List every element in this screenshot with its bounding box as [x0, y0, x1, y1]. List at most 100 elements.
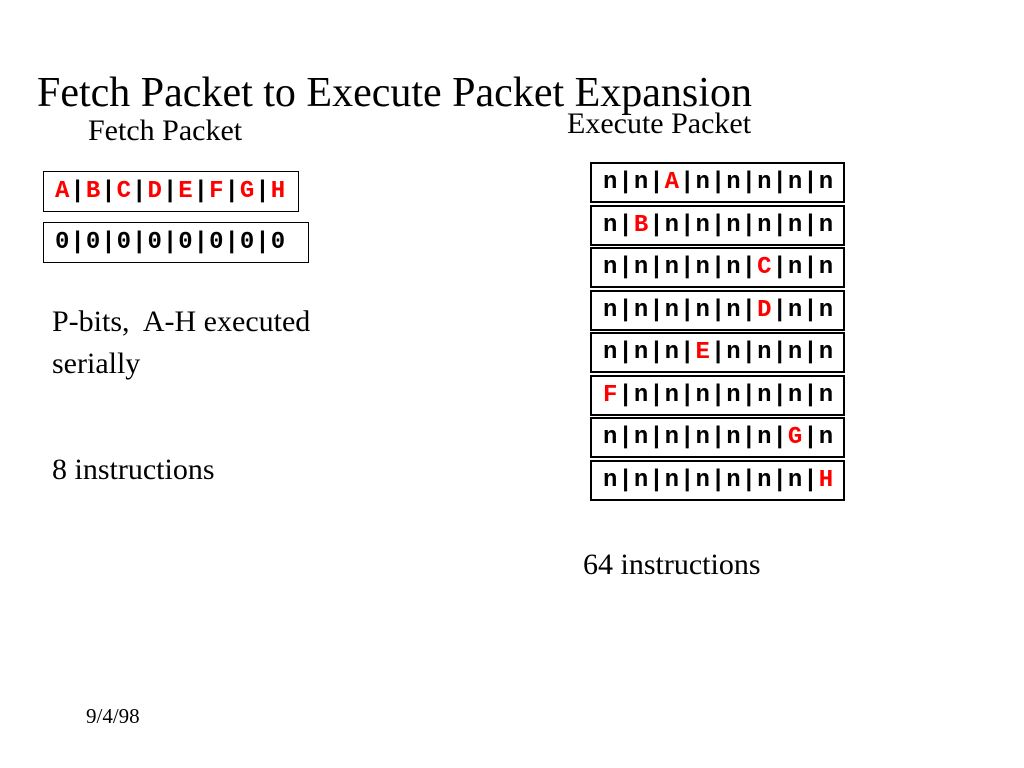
packet-cell: n: [695, 466, 711, 494]
fetch-instruction-count-label: 8 instructions: [52, 453, 215, 486]
packet-cell: 0: [270, 229, 287, 256]
packet-cell: n: [633, 466, 650, 494]
packet-cell: n: [726, 254, 742, 281]
cell-separator: |: [70, 229, 86, 256]
packet-cell: n: [664, 424, 681, 451]
packet-cell: n: [818, 424, 835, 451]
cell-separator: |: [803, 466, 819, 494]
cell-separator: |: [649, 466, 665, 494]
packet-cell: n: [787, 169, 804, 196]
cell-separator: |: [710, 211, 727, 239]
packet-cell: n: [757, 339, 773, 366]
cell-separator: |: [803, 381, 819, 409]
packet-cell: n: [787, 339, 804, 366]
packet-cell: B: [633, 211, 650, 239]
packet-cell: n: [633, 424, 650, 451]
packet-cell: 0: [85, 229, 102, 256]
packet-cell: n: [633, 169, 650, 196]
execute-packet-row: n|n|n|n|n|n|n|H: [590, 459, 845, 501]
cell-separator: |: [680, 424, 696, 451]
packet-cell: n: [757, 424, 773, 451]
cell-separator: |: [710, 296, 727, 324]
packet-cell: n: [757, 466, 773, 494]
cell-separator: |: [710, 339, 727, 366]
packet-cell: F: [209, 178, 225, 205]
execute-packet-row: n|n|n|n|n|C|n|n: [590, 247, 845, 288]
cell-separator: |: [649, 424, 665, 451]
cell-separator: |: [649, 211, 665, 239]
packet-cell: n: [726, 381, 742, 409]
packet-cell: n: [726, 339, 742, 366]
packet-cell: G: [239, 178, 256, 205]
cell-separator: |: [70, 178, 86, 205]
cell-separator: |: [803, 424, 819, 451]
packet-cell: n: [603, 169, 619, 196]
packet-cell: A: [664, 169, 681, 196]
cell-separator: |: [680, 211, 696, 239]
packet-cell: n: [603, 296, 619, 324]
packet-cell: n: [695, 169, 711, 196]
packet-cell: n: [695, 296, 711, 324]
cell-separator: |: [162, 229, 179, 256]
packet-cell: E: [178, 178, 194, 205]
packet-cell: n: [633, 339, 650, 366]
cell-separator: |: [741, 339, 758, 366]
cell-separator: |: [649, 296, 665, 324]
packet-cell: n: [695, 254, 711, 281]
cell-separator: |: [132, 229, 148, 256]
cell-separator: |: [803, 211, 819, 239]
cell-separator: |: [193, 178, 210, 205]
cell-separator: |: [710, 169, 727, 196]
cell-separator: |: [649, 169, 665, 196]
packet-cell: n: [633, 381, 650, 409]
packet-cell: n: [695, 211, 711, 239]
packet-cell: 0: [55, 229, 71, 256]
cell-separator: |: [649, 254, 665, 281]
packet-cell: n: [818, 169, 835, 196]
cell-separator: |: [101, 229, 117, 256]
packet-cell: n: [787, 381, 804, 409]
packet-cell: 0: [209, 229, 225, 256]
cell-separator: |: [772, 169, 788, 196]
cell-separator: |: [618, 211, 634, 239]
cell-separator: |: [741, 381, 758, 409]
packet-cell: n: [757, 211, 773, 239]
packet-cell: n: [726, 296, 742, 324]
cell-separator: |: [710, 424, 727, 451]
packet-cell: n: [787, 466, 804, 494]
packet-cell: n: [603, 211, 619, 239]
packet-cell: E: [695, 339, 711, 366]
cell-separator: |: [618, 339, 634, 366]
cell-separator: |: [680, 254, 696, 281]
packet-cell: n: [818, 211, 835, 239]
fetch-packet-heading: Fetch Packet: [88, 114, 243, 147]
packet-cell: n: [787, 254, 804, 281]
packet-cell: F: [603, 381, 619, 409]
slide-date: 9/4/98: [86, 704, 140, 728]
packet-cell: n: [726, 211, 742, 239]
packet-cell: n: [603, 339, 619, 366]
packet-cell: n: [695, 424, 711, 451]
packet-cell: n: [818, 296, 835, 324]
cell-separator: |: [741, 466, 758, 494]
cell-separator: |: [803, 169, 819, 196]
packet-cell: n: [664, 254, 681, 281]
packet-cell: n: [664, 296, 681, 324]
cell-separator: |: [741, 211, 758, 239]
pbits-serial-note: P-bits, A-H executed serially: [52, 305, 311, 380]
cell-separator: |: [710, 254, 727, 281]
packet-cell: n: [664, 339, 681, 366]
packet-cell: n: [757, 381, 773, 409]
cell-separator: |: [224, 229, 240, 256]
execute-packet-row: n|n|n|n|n|D|n|n: [590, 289, 845, 331]
cell-separator: |: [772, 211, 788, 239]
packet-cell: D: [147, 178, 163, 205]
cell-separator: |: [618, 466, 634, 494]
packet-cell: 0: [147, 229, 163, 256]
packet-cell: C: [757, 254, 773, 281]
execute-packet-row: n|n|A|n|n|n|n|n: [590, 162, 845, 203]
cell-separator: |: [710, 381, 727, 409]
cell-separator: |: [162, 178, 179, 205]
